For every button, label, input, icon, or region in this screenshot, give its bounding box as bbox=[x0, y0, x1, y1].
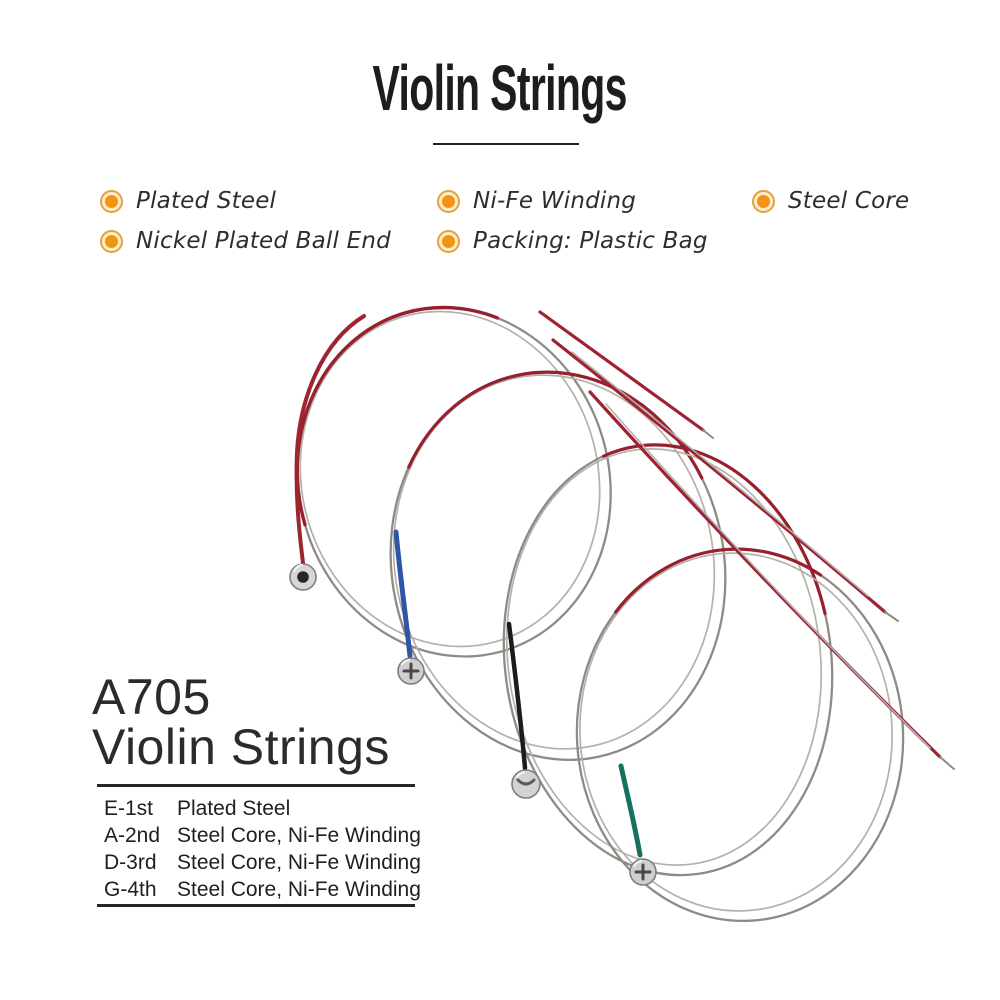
silk-tail-green bbox=[618, 763, 643, 858]
coil-d-string bbox=[502, 443, 834, 877]
title-divider bbox=[433, 143, 579, 145]
silk-tail-black bbox=[506, 621, 528, 771]
peg-end-red-strings bbox=[538, 310, 955, 770]
spec-row: G-4th Steel Core, Ni-Fe Winding bbox=[104, 876, 424, 903]
feature-label: Ni-Fe Winding bbox=[473, 188, 637, 214]
orange-dot-core bbox=[442, 234, 455, 248]
spec-material: Steel Core, Ni-Fe Winding bbox=[177, 823, 421, 847]
feature-label: Packing: Plastic Bag bbox=[473, 228, 708, 254]
feature-column-3: Steel Core bbox=[752, 186, 909, 216]
ball-end-g bbox=[629, 858, 657, 886]
orange-dot-icon bbox=[100, 229, 123, 253]
ball-end-e bbox=[289, 563, 317, 591]
coil-e-string bbox=[295, 305, 613, 659]
spec-string-name: A-2nd bbox=[104, 823, 161, 847]
orange-dot-icon bbox=[437, 189, 460, 213]
feature-list: Plated Steel Nickel Plated Ball End Ni-F… bbox=[0, 186, 1000, 276]
product-name: Violin Strings bbox=[92, 719, 390, 775]
orange-dot-core bbox=[105, 234, 118, 248]
header: Violin Strings bbox=[0, 56, 1000, 120]
feature-item: Nickel Plated Ball End bbox=[100, 226, 391, 256]
coil-g-string bbox=[575, 547, 905, 923]
spec-table-top-rule bbox=[97, 784, 415, 787]
spec-string-name: D-3rd bbox=[104, 850, 157, 874]
spec-material: Plated Steel bbox=[177, 796, 291, 820]
feature-item: Packing: Plastic Bag bbox=[437, 226, 708, 256]
spec-table: E-1st Plated Steel A-2nd Steel Core, Ni-… bbox=[104, 795, 424, 903]
feature-item: Ni-Fe Winding bbox=[437, 186, 708, 216]
feature-label: Nickel Plated Ball End bbox=[136, 228, 391, 254]
orange-dot-icon bbox=[752, 189, 775, 213]
page-title: Violin Strings bbox=[372, 52, 628, 124]
feature-column-1: Plated Steel Nickel Plated Ball End bbox=[100, 186, 391, 256]
product-model: A705 bbox=[92, 669, 211, 725]
orange-dot-core bbox=[442, 194, 455, 208]
silk-tail-red bbox=[294, 314, 366, 565]
feature-label: Steel Core bbox=[788, 188, 910, 214]
ball-end-a bbox=[397, 657, 425, 685]
feature-item: Plated Steel bbox=[100, 186, 391, 216]
spec-row: E-1st Plated Steel bbox=[104, 795, 424, 822]
orange-dot-icon bbox=[437, 229, 460, 253]
orange-dot-icon bbox=[100, 189, 123, 213]
spec-material: Steel Core, Ni-Fe Winding bbox=[177, 877, 421, 901]
feature-column-2: Ni-Fe Winding Packing: Plastic Bag bbox=[437, 186, 708, 256]
feature-item: Steel Core bbox=[752, 186, 909, 216]
spec-material: Steel Core, Ni-Fe Winding bbox=[177, 850, 421, 874]
feature-label: Plated Steel bbox=[136, 188, 277, 214]
spec-string-name: E-1st bbox=[104, 796, 154, 820]
orange-dot-core bbox=[105, 194, 118, 208]
spec-row: A-2nd Steel Core, Ni-Fe Winding bbox=[104, 822, 424, 849]
ball-end-d bbox=[511, 769, 541, 799]
spec-string-name: G-4th bbox=[104, 877, 157, 901]
orange-dot-core bbox=[757, 194, 770, 208]
coil-a-string bbox=[389, 370, 727, 762]
spec-row: D-3rd Steel Core, Ni-Fe Winding bbox=[104, 849, 424, 876]
silk-tail-blue bbox=[393, 529, 413, 659]
spec-table-bottom-rule bbox=[97, 904, 415, 907]
